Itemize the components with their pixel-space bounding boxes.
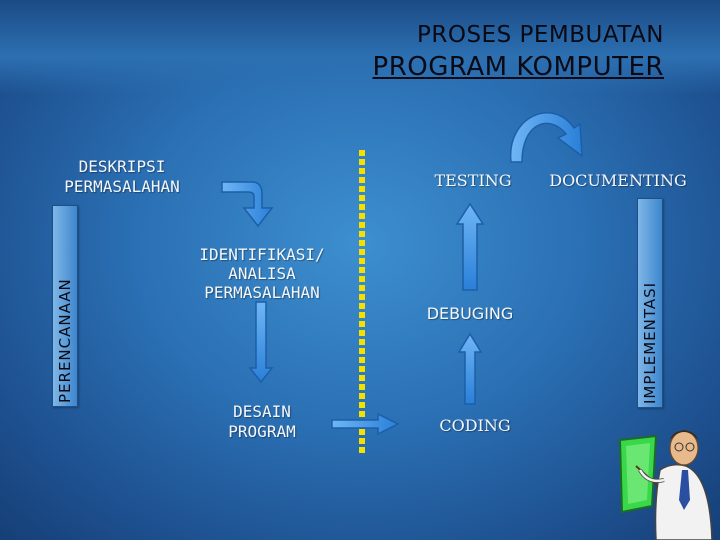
up-arrow-icon <box>455 202 485 291</box>
header-band <box>0 0 720 95</box>
node-coding: CODING <box>439 416 511 435</box>
node-desain: DESAIN PROGRAM <box>228 402 296 441</box>
implementasi-bar <box>637 198 663 408</box>
curved-arrow-icon <box>510 112 583 163</box>
node-debuging: DEBUGING <box>426 304 514 323</box>
node-documenting: DOCUMENTING <box>549 171 687 190</box>
right-arrow-icon <box>331 412 400 436</box>
up-arrow-icon <box>457 332 483 405</box>
node-testing: TESTING <box>434 171 512 190</box>
title-line-1: PROSES PEMBUATAN <box>416 22 664 48</box>
perencanaan-bar <box>52 205 78 407</box>
bent-arrow-icon <box>221 181 274 228</box>
presenter-illustration-icon <box>618 430 713 540</box>
down-arrow-icon <box>248 301 274 384</box>
node-deskripsi: DESKRIPSI PERMASALAHAN <box>64 157 180 196</box>
node-identifikasi: IDENTIFIKASI/ ANALISA PERMASALAHAN <box>199 245 325 302</box>
title-line-2: PROGRAM KOMPUTER <box>372 52 664 82</box>
